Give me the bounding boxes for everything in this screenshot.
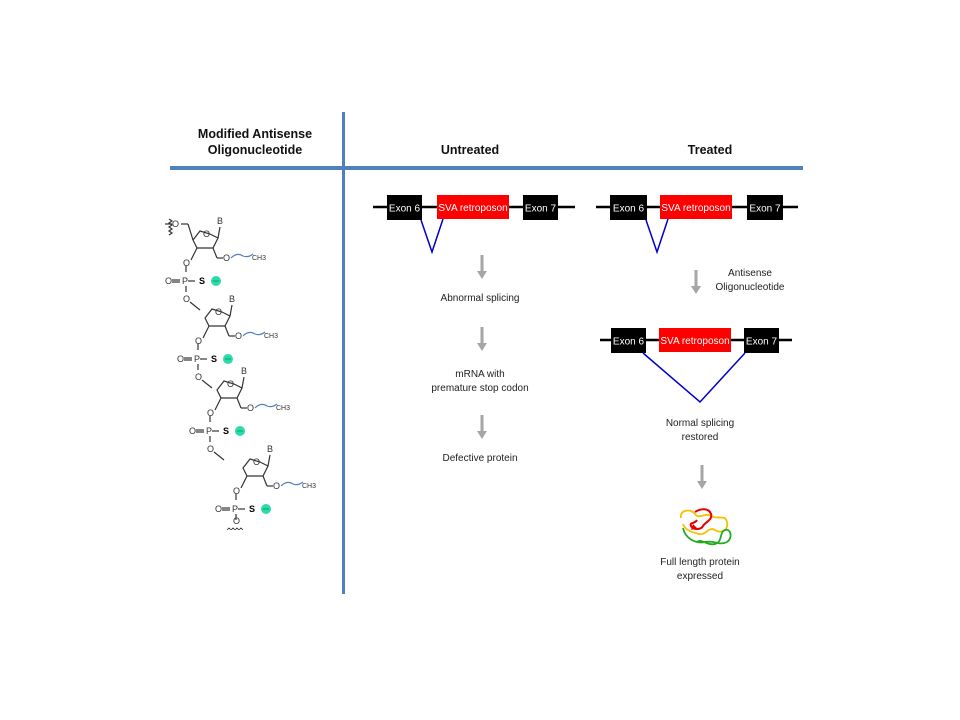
methyl-group: CH3 (264, 333, 278, 340)
arrow-down-icon (477, 327, 487, 351)
sva-box (437, 195, 509, 219)
step-text: premature stop codon (431, 383, 529, 394)
step-text: Defective protein (442, 453, 518, 464)
sva-label: SVA retroposon (438, 203, 507, 214)
exon-7-label: Exon 7 (525, 204, 557, 215)
atom-o: O (207, 444, 214, 454)
methyl-group: CH3 (302, 483, 316, 490)
gene-diagram-treated-before: Exon 6 SVA retroposon Exon 7 (596, 195, 798, 255)
step-text: Oligonucleotide (715, 282, 785, 293)
header-untreated: Untreated (440, 143, 500, 157)
atom-p: P (206, 426, 212, 436)
atom-base: B (267, 444, 273, 454)
arrow-down-icon (691, 270, 701, 294)
exon-6-label: Exon 6 (389, 204, 421, 215)
header-line-2: Oligonucleotide (207, 143, 303, 157)
atom-o: O (223, 253, 230, 263)
atom-o: O (207, 408, 214, 418)
atom-o: O (183, 258, 190, 268)
arrow-down-icon (477, 255, 487, 279)
atom-o: O (165, 276, 172, 286)
step-text: restored (681, 432, 719, 443)
atom-o: O (177, 354, 184, 364)
header-treated: Treated (687, 143, 733, 157)
exon-6-box (611, 328, 646, 353)
atom-o: O (235, 331, 242, 341)
sva-label: SVA retroposon (660, 336, 729, 347)
step-text: Normal splicing (665, 418, 735, 429)
exon-6-box (387, 195, 422, 220)
atom-o: O (247, 403, 254, 413)
atom-base: B (229, 294, 235, 304)
atom-s: S (211, 354, 217, 364)
atom-o: O (253, 457, 260, 467)
vertical-divider (342, 112, 345, 594)
atom-o: O (195, 372, 202, 382)
atom-p: P (232, 504, 238, 514)
atom-s: S (223, 426, 229, 436)
atom-o: O (233, 516, 240, 526)
exon-6-label: Exon 6 (613, 204, 645, 215)
arrow-down-icon (477, 415, 487, 439)
arrow-down-icon (697, 465, 707, 489)
exon-7-box (523, 195, 558, 220)
gene-diagram-treated-after: Exon 6 SVA retroposon Exon 7 (600, 328, 792, 404)
header-modified-aso: Modified Antisense Oligonucleotide (180, 126, 330, 158)
atom-o: O (233, 486, 240, 496)
horizontal-divider (170, 166, 803, 170)
atom-o: O (227, 379, 234, 389)
atom-o: O (189, 426, 196, 436)
step-mrna-stop-codon: mRNA with premature stop codon (400, 368, 560, 396)
methyl-group: CH3 (252, 255, 266, 262)
atom-p: P (194, 354, 200, 364)
atom-o: O (183, 294, 190, 304)
exon-7-box (744, 328, 779, 353)
atom-s: S (199, 276, 205, 286)
step-text: Abnormal splicing (440, 293, 520, 304)
atom-p: P (182, 276, 188, 286)
normal-splice-line (642, 352, 746, 404)
atom-o: O (172, 219, 179, 229)
abnormal-splice-line (645, 218, 669, 255)
treatment-aso-label: Antisense Oligonucleotide (700, 267, 800, 295)
result-full-length-protein: Full length protein expressed (620, 556, 780, 584)
step-defective-protein: Defective protein (400, 452, 560, 466)
exon-7-label: Exon 7 (746, 337, 778, 348)
header-line-1: Modified Antisense (197, 127, 313, 141)
exon-6-box (610, 195, 647, 220)
folded-protein-icon (679, 508, 732, 546)
step-normal-splicing: Normal splicing restored (620, 417, 780, 445)
gene-diagram-untreated: Exon 6 SVA retroposon Exon 7 (373, 195, 575, 255)
atom-base: B (217, 216, 223, 226)
exon-6-label: Exon 6 (613, 337, 645, 348)
abnormal-splice-line (420, 218, 444, 255)
step-text: Antisense (728, 268, 772, 279)
step-text: expressed (676, 571, 724, 582)
atom-base: B (241, 366, 247, 376)
atom-o: O (195, 336, 202, 346)
atom-s: S (249, 504, 255, 514)
exon-7-label: Exon 7 (749, 204, 781, 215)
aso-chemical-structure: O O B O O CH3 O P S O O B O (165, 216, 316, 530)
atom-o: O (273, 481, 280, 491)
atom-o: O (215, 504, 222, 514)
step-text: Full length protein (660, 557, 740, 568)
step-text: mRNA with (455, 369, 505, 380)
step-abnormal-splicing: Abnormal splicing (400, 292, 560, 306)
sva-box (659, 328, 731, 352)
exon-7-box (747, 195, 783, 220)
atom-o: O (203, 229, 210, 239)
sva-box (660, 195, 732, 219)
atom-o: O (215, 307, 222, 317)
sva-label: SVA retroposon (661, 203, 730, 214)
methyl-group: CH3 (276, 405, 290, 412)
